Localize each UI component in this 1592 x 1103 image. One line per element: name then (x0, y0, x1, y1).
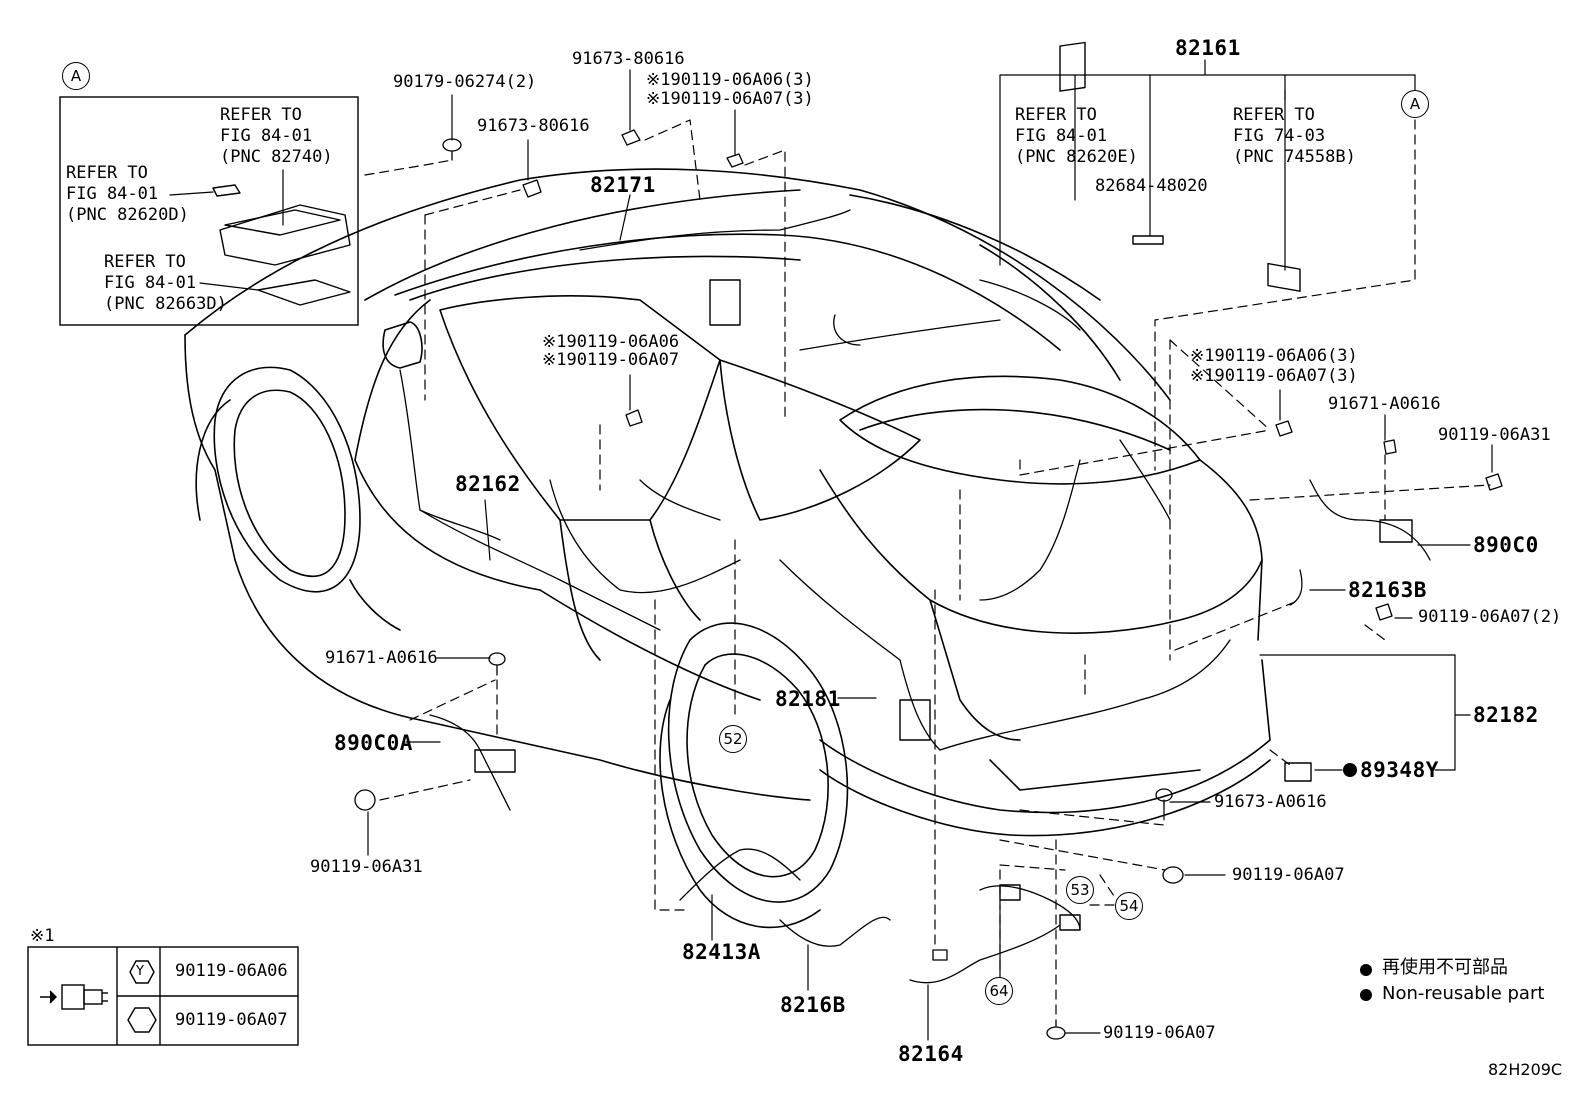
fastener-90179-06274: 90179-06274(2) (393, 72, 537, 92)
ref-line: (PNC 82740) (220, 147, 333, 167)
fastener-90119-06a06-top: ※190119-06A06(3) (646, 70, 814, 90)
components (212, 41, 1413, 931)
figure-code: 82H209C (1488, 1060, 1563, 1079)
part-890c0: 890C0 (1473, 533, 1539, 557)
dashed-leaders (364, 119, 1491, 1021)
part-82164: 82164 (898, 1042, 964, 1066)
part-82181: 82181 (775, 687, 841, 711)
ref-line: FIG 84-01 (1015, 126, 1108, 146)
fastener-90119-06a31-left: 90119-06A31 (310, 857, 423, 877)
fastener-91671-a0616-left: 91671-A0616 (325, 648, 438, 668)
part-82684-48020: 82684-48020 (1095, 176, 1208, 196)
ref-line: FIG 84-01 (104, 273, 197, 293)
fastener-90119-06a07-right: ※190119-06A07(3) (1190, 366, 1358, 386)
bolts (354, 129, 1503, 1040)
fastener-90119-06a07-mid: ※190119-06A07 (542, 350, 680, 370)
fastener-91673-80616-top: 91673-80616 (572, 49, 685, 69)
legend-part-06a07: 90119-06A07 (175, 1010, 288, 1030)
fastener-91673-a0616: 91673-A0616 (1214, 792, 1327, 812)
inset-ref-82620d: REFER TO FIG 84-01 (PNC 82620D) (66, 163, 189, 226)
legend-bullet-en (1360, 989, 1372, 1001)
fastener-90119-06a07-top: ※190119-06A07(3) (646, 89, 814, 109)
inset-frame (59, 96, 359, 326)
solid-leaders (169, 59, 1493, 1041)
fastener-91673-80616-left: 91673-80616 (477, 116, 590, 136)
fastener-90119-06a07-mid-right: 90119-06A07 (1232, 865, 1345, 885)
circled-54: 54 (1115, 892, 1143, 920)
part-82171: 82171 (590, 173, 656, 197)
fastener-90119-06a06-right: ※190119-06A06(3) (1190, 346, 1358, 366)
ref-line: (PNC 82620E) (1015, 147, 1138, 167)
fastener-90119-06a06-mid: ※190119-06A06 (542, 332, 680, 352)
note-non-reusable-jp: 再使用不可部品 (1382, 957, 1508, 978)
ref-line: REFER TO (66, 163, 148, 183)
legend-table-title: ※1 (30, 926, 55, 946)
inset-ref-82740: REFER TO FIG 84-01 (PNC 82740) (220, 105, 333, 168)
fastener-90119-06a07-bottom: 90119-06A07 (1103, 1023, 1216, 1043)
fastener-90119-06a31-right: 90119-06A31 (1438, 425, 1551, 445)
circled-53: 53 (1066, 876, 1094, 904)
legend-part-06a06: 90119-06A06 (175, 961, 288, 981)
fastener-90119-06a07-2: 90119-06A07(2) (1418, 607, 1562, 627)
ref-line: REFER TO (1233, 105, 1315, 125)
note-non-reusable-en: Non-reusable part (1382, 983, 1545, 1004)
ref-line: FIG 84-01 (220, 126, 313, 146)
marker-a-right: A (1401, 90, 1429, 118)
part-82413a: 82413A (682, 940, 761, 964)
circled-52: 52 (719, 725, 747, 753)
part-89348y: 89348Y (1360, 758, 1439, 782)
ref-line: (PNC 82663D) (104, 294, 227, 314)
ref-line: (PNC 74558B) (1233, 147, 1356, 167)
part-890c0a: 890C0A (334, 731, 413, 755)
ref-74558b: REFER TO FIG 74-03 (PNC 74558B) (1233, 105, 1356, 168)
part-82163b: 82163B (1348, 578, 1427, 602)
part-8216b: 8216B (780, 993, 846, 1017)
wire-harnesses (399, 209, 1431, 984)
legend-symbol-y: Y (136, 964, 144, 979)
part-82182: 82182 (1473, 703, 1539, 727)
legend-table-frame (27, 946, 299, 1046)
ref-line: REFER TO (220, 105, 302, 125)
ref-82620e: REFER TO FIG 84-01 (PNC 82620E) (1015, 105, 1138, 168)
ref-line: FIG 74-03 (1233, 126, 1326, 146)
circled-64: 64 (985, 977, 1013, 1005)
ref-line: (PNC 82620D) (66, 205, 189, 225)
non-reusable-marker (1343, 763, 1357, 777)
vehicle-outline (184, 168, 1271, 929)
fastener-91671-a0616-right: 91671-A0616 (1328, 394, 1441, 414)
inset-ref-82663d: REFER TO FIG 84-01 (PNC 82663D) (104, 252, 227, 315)
legend-bullet-jp (1360, 964, 1372, 976)
part-82162: 82162 (455, 472, 521, 496)
part-82161: 82161 (1175, 36, 1241, 60)
ref-line: REFER TO (104, 252, 186, 272)
ref-line: REFER TO (1015, 105, 1097, 125)
marker-a-inset: A (62, 62, 90, 90)
ref-line: FIG 84-01 (66, 184, 159, 204)
